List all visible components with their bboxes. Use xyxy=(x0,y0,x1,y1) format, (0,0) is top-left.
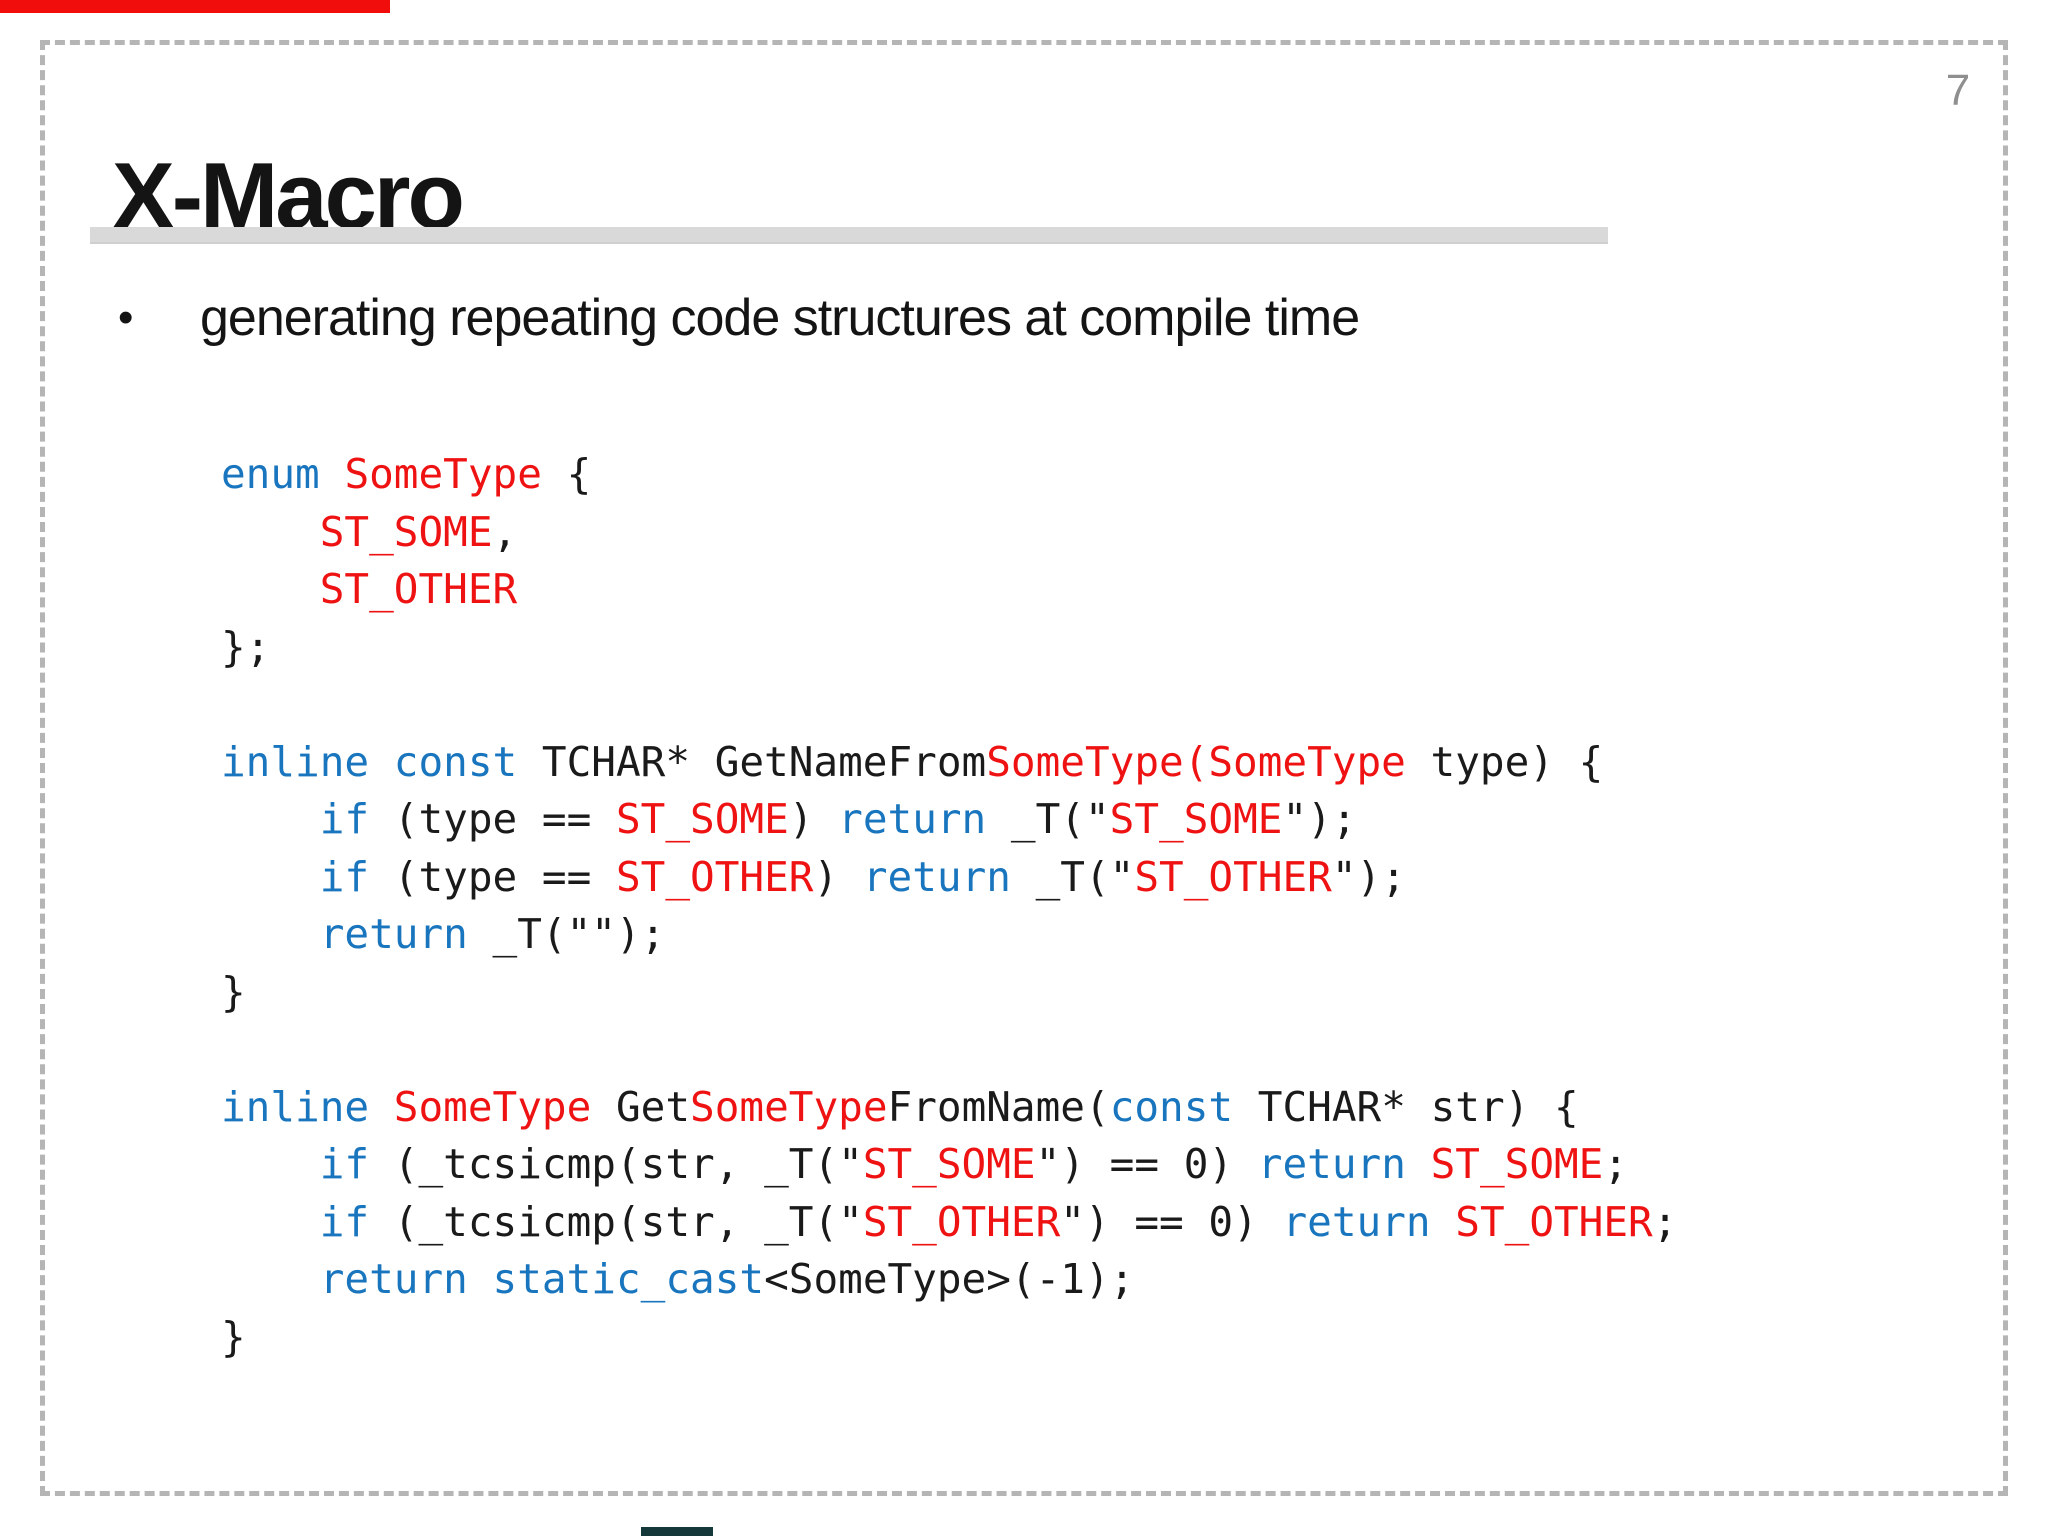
code-token: } xyxy=(221,1312,246,1361)
code-token: const xyxy=(1109,1082,1234,1131)
code-token xyxy=(369,1083,394,1131)
code-block: enum SomeType { ST_SOME, ST_OTHER}; inli… xyxy=(221,446,1677,1366)
code-token xyxy=(221,565,320,613)
code-token: FromName( xyxy=(887,1082,1110,1131)
code-token xyxy=(221,1198,320,1246)
code-token xyxy=(468,1255,493,1303)
code-token: return xyxy=(1257,1140,1406,1188)
code-line: ST_OTHER xyxy=(221,561,1677,619)
code-token xyxy=(221,910,320,958)
code-token: ; xyxy=(1603,1140,1629,1188)
code-token: static_cast xyxy=(492,1255,765,1303)
code-token: if xyxy=(319,1140,370,1188)
code-line xyxy=(221,1021,1677,1079)
code-line: } xyxy=(221,964,1677,1022)
code-token: return xyxy=(319,1255,468,1303)
code-token: const xyxy=(393,737,518,786)
code-token: if xyxy=(319,1197,370,1246)
bullet-item: • generating repeating code structures a… xyxy=(118,286,1360,350)
code-token: return xyxy=(838,795,987,843)
code-token: SomeType xyxy=(344,450,542,498)
code-token: { xyxy=(541,450,592,498)
code-token: (type == xyxy=(369,795,616,843)
code-line: enum SomeType { xyxy=(221,446,1677,504)
code-token: } xyxy=(221,967,246,1016)
code-line: if (type == ST_SOME) return _T("ST_SOME"… xyxy=(221,791,1677,849)
code-line: inline const TCHAR* GetNameFromSomeType(… xyxy=(221,734,1677,792)
code-token: return xyxy=(319,910,468,958)
code-token: ST_OTHER xyxy=(615,852,814,901)
code-token: (type == xyxy=(369,852,616,901)
code-token: SomeType xyxy=(393,1082,592,1131)
code-token xyxy=(1406,1140,1431,1188)
code-token: _T(" xyxy=(986,795,1110,843)
code-token: ST_OTHER xyxy=(1134,852,1332,901)
bullet-text: generating repeating code structures at … xyxy=(200,289,1360,347)
code-token: <SomeType>(-1); xyxy=(764,1255,1135,1303)
code-line: return static_cast<SomeType>(-1); xyxy=(221,1251,1677,1309)
code-token: (_tcsicmp(str, _T(" xyxy=(369,1197,863,1246)
code-line: }; xyxy=(221,619,1677,677)
title-underline-rule xyxy=(90,227,1608,244)
code-token: return xyxy=(1282,1197,1431,1246)
code-token: if xyxy=(319,795,370,843)
code-token xyxy=(221,508,320,556)
code-line xyxy=(221,676,1677,734)
code-token: Get xyxy=(591,1082,691,1131)
code-token: ST_OTHER xyxy=(319,565,518,613)
code-token: ) xyxy=(813,852,863,901)
code-token xyxy=(1431,1198,1456,1246)
code-token: ; xyxy=(1652,1197,1678,1246)
code-line: ST_SOME, xyxy=(221,504,1677,562)
slide-border xyxy=(40,40,2008,1496)
code-token: ST_SOME xyxy=(319,507,493,556)
code-token: inline xyxy=(221,1082,370,1131)
code-token: inline xyxy=(221,737,370,786)
code-token: ST_OTHER xyxy=(862,1197,1061,1246)
code-token: enum xyxy=(221,450,320,498)
video-progress-bar[interactable] xyxy=(0,0,390,13)
code-line: if (_tcsicmp(str, _T("ST_OTHER") == 0) r… xyxy=(221,1194,1678,1252)
code-token xyxy=(369,738,394,786)
code-line: if (_tcsicmp(str, _T("ST_SOME") == 0) re… xyxy=(221,1136,1677,1194)
code-token: ST_OTHER xyxy=(1455,1197,1653,1246)
bullet-marker: • xyxy=(118,293,134,342)
code-token: "); xyxy=(1282,795,1357,843)
code-token: ST_SOME xyxy=(615,795,789,843)
code-token: _T(""); xyxy=(467,910,666,958)
code-token: }; xyxy=(221,622,271,671)
player-ui-fragment xyxy=(641,1527,713,1536)
code-token xyxy=(221,795,320,843)
code-token: if xyxy=(319,852,370,901)
code-token: TCHAR* str) { xyxy=(1233,1082,1579,1131)
code-token xyxy=(221,853,320,901)
code-token: type) { xyxy=(1405,737,1604,786)
code-token: SomeType(SomeType xyxy=(986,737,1406,786)
code-token: return xyxy=(862,852,1011,901)
code-token: (_tcsicmp(str, _T(" xyxy=(369,1140,863,1188)
code-token: ") == 0) xyxy=(1060,1197,1283,1246)
code-token: ST_SOME xyxy=(1430,1140,1604,1188)
code-token: ST_SOME xyxy=(862,1140,1036,1188)
code-token: SomeType xyxy=(690,1082,888,1131)
code-token: ) xyxy=(788,795,839,843)
code-token: ST_SOME xyxy=(1109,795,1283,843)
code-token: TCHAR* GetNameFrom xyxy=(517,737,987,786)
code-token: , xyxy=(492,507,518,556)
code-token: "); xyxy=(1331,852,1406,901)
code-token: _T(" xyxy=(1010,852,1135,901)
page-number: 7 xyxy=(1945,66,1971,115)
code-line: return _T(""); xyxy=(221,906,1677,964)
code-line: if (type == ST_OTHER) return _T("ST_OTHE… xyxy=(221,849,1677,907)
code-line: } xyxy=(221,1309,1677,1367)
code-token xyxy=(320,450,345,498)
code-token: ") == 0) xyxy=(1035,1140,1258,1188)
code-token xyxy=(221,1140,320,1188)
code-token xyxy=(221,1255,320,1303)
code-line: inline SomeType GetSomeTypeFromName(cons… xyxy=(221,1079,1677,1137)
